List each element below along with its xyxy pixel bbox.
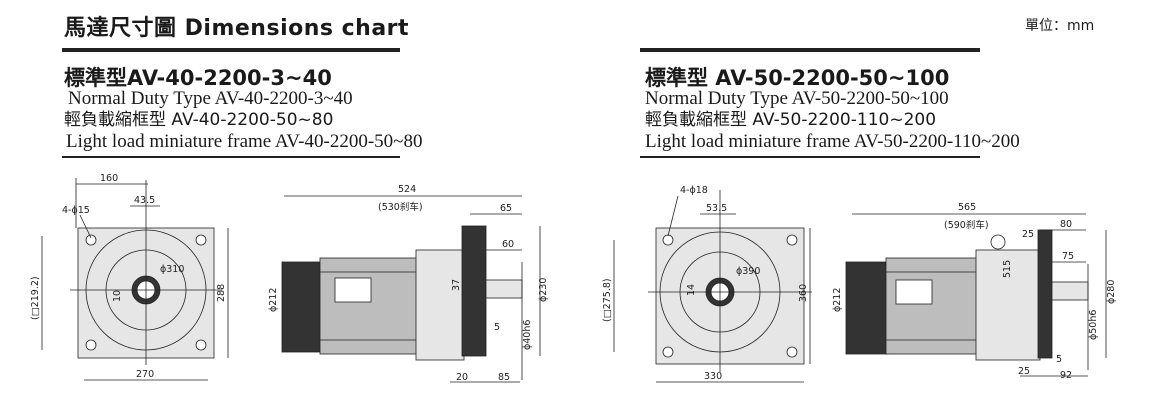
unit-label: 單位：mm [1025, 18, 1095, 34]
dim-75: 75 [1062, 251, 1074, 262]
model-1-front-view: 160 43.5 4-ϕ15 ϕ310 10 (□219.2) 288 270 [30, 173, 229, 381]
fan-cover [281, 261, 323, 353]
page-title: 馬達尺寸圖 Dimensions chart [64, 16, 410, 41]
dim-65: 65 [500, 203, 512, 214]
dim-holes: 4-ϕ15 [62, 205, 90, 216]
model-2-side-view: 565 (590刹车) 80 25 75 515 ϕ212 ϕ280 ϕ50h6… [832, 202, 1117, 381]
model-1-rule [62, 156, 400, 158]
output-flange [1037, 229, 1053, 359]
model-2-rule [640, 156, 980, 158]
dim-212: ϕ212 [268, 288, 279, 312]
dim-key: 10 [112, 290, 123, 302]
model-1-light-en: Light load miniature frame AV-40-2200-50… [66, 131, 423, 152]
dim-20: 20 [456, 372, 468, 383]
dim-60: 60 [502, 239, 514, 250]
dim-25b: 25 [1018, 366, 1030, 377]
front-flange [655, 227, 805, 365]
model-1-normal: Normal Duty Type AV-40-2200-3~40 [68, 88, 353, 109]
dim-280: ϕ280 [1106, 280, 1117, 304]
dim-square: (□219.2) [30, 276, 41, 320]
mount-hole [195, 339, 207, 351]
title-rule [62, 48, 400, 52]
dim-85: 85 [498, 372, 510, 383]
dim-80: 80 [1060, 219, 1072, 230]
fan-cover [845, 261, 889, 355]
dim-37: 37 [451, 279, 462, 291]
dim-base: 330 [704, 371, 722, 382]
terminal-box [895, 279, 933, 305]
dim-5: 5 [494, 322, 500, 333]
model-1-side-view: 524 (530刹车) 65 60 37 5 ϕ212 ϕ230 ϕ40h6 2… [268, 184, 549, 383]
terminal-box [334, 277, 372, 303]
dim-offset: 53.5 [706, 203, 727, 214]
mount-hole [786, 234, 798, 246]
dim-length: 524 [398, 184, 416, 195]
lifting-eye [990, 234, 1006, 250]
output-shaft [1051, 281, 1089, 301]
dim-height: 360 [798, 284, 809, 302]
motor-body [319, 257, 419, 355]
dim-pcd: ϕ390 [736, 266, 760, 277]
dim-base: 270 [136, 369, 154, 380]
gear-housing [975, 249, 1041, 361]
dim-pcd: ϕ310 [160, 264, 184, 275]
dim-brake: (590刹车) [944, 219, 989, 231]
dim-offset: 43.5 [134, 195, 155, 206]
mount-hole [85, 339, 97, 351]
dim-25a: 25 [1022, 229, 1034, 240]
output-shaft [485, 279, 523, 299]
dim-230: ϕ230 [538, 278, 549, 302]
dim-515: 515 [1002, 260, 1013, 278]
gear-housing [415, 249, 465, 361]
dim-square: (□275.8) [602, 278, 613, 322]
model-2-light-zh: 輕負載縮框型 AV-50-2200-110~200 [645, 110, 937, 130]
dim-length: 565 [958, 202, 976, 213]
dim-brake: (530刹车) [378, 201, 423, 213]
dim-shaft: ϕ50h6 [1088, 310, 1099, 340]
motor-body [885, 257, 979, 355]
mount-hole [85, 234, 97, 246]
model-1-light-zh: 輕負載縮框型 AV-40-2200-50~80 [64, 110, 334, 130]
dim-key: 14 [686, 284, 697, 296]
dim-212: ϕ212 [832, 288, 843, 312]
mount-hole [662, 234, 674, 246]
mount-hole [786, 346, 798, 358]
model-1-heading: 標準型AV-40-2200-3~40 [64, 66, 332, 90]
dim-5: 5 [1056, 354, 1062, 365]
dim-92: 92 [1060, 370, 1072, 381]
output-flange [461, 225, 487, 357]
dim-shaft: ϕ40h6 [522, 320, 533, 350]
dim-holes: 4-ϕ18 [680, 185, 708, 196]
mount-hole [662, 346, 674, 358]
dim-width: 160 [100, 173, 118, 184]
model-2-light-en: Light load miniature frame AV-50-2200-11… [645, 131, 1020, 152]
dim-height: 288 [216, 284, 227, 302]
mount-hole [195, 234, 207, 246]
model-2-front-view: 4-ϕ18 53.5 ϕ390 14 (□275.8) 360 330 [602, 185, 812, 383]
model-2-heading: 標準型 AV-50-2200-50~100 [645, 66, 950, 90]
title-rule-right [640, 48, 980, 52]
model-2-normal: Normal Duty Type AV-50-2200-50~100 [645, 88, 949, 109]
